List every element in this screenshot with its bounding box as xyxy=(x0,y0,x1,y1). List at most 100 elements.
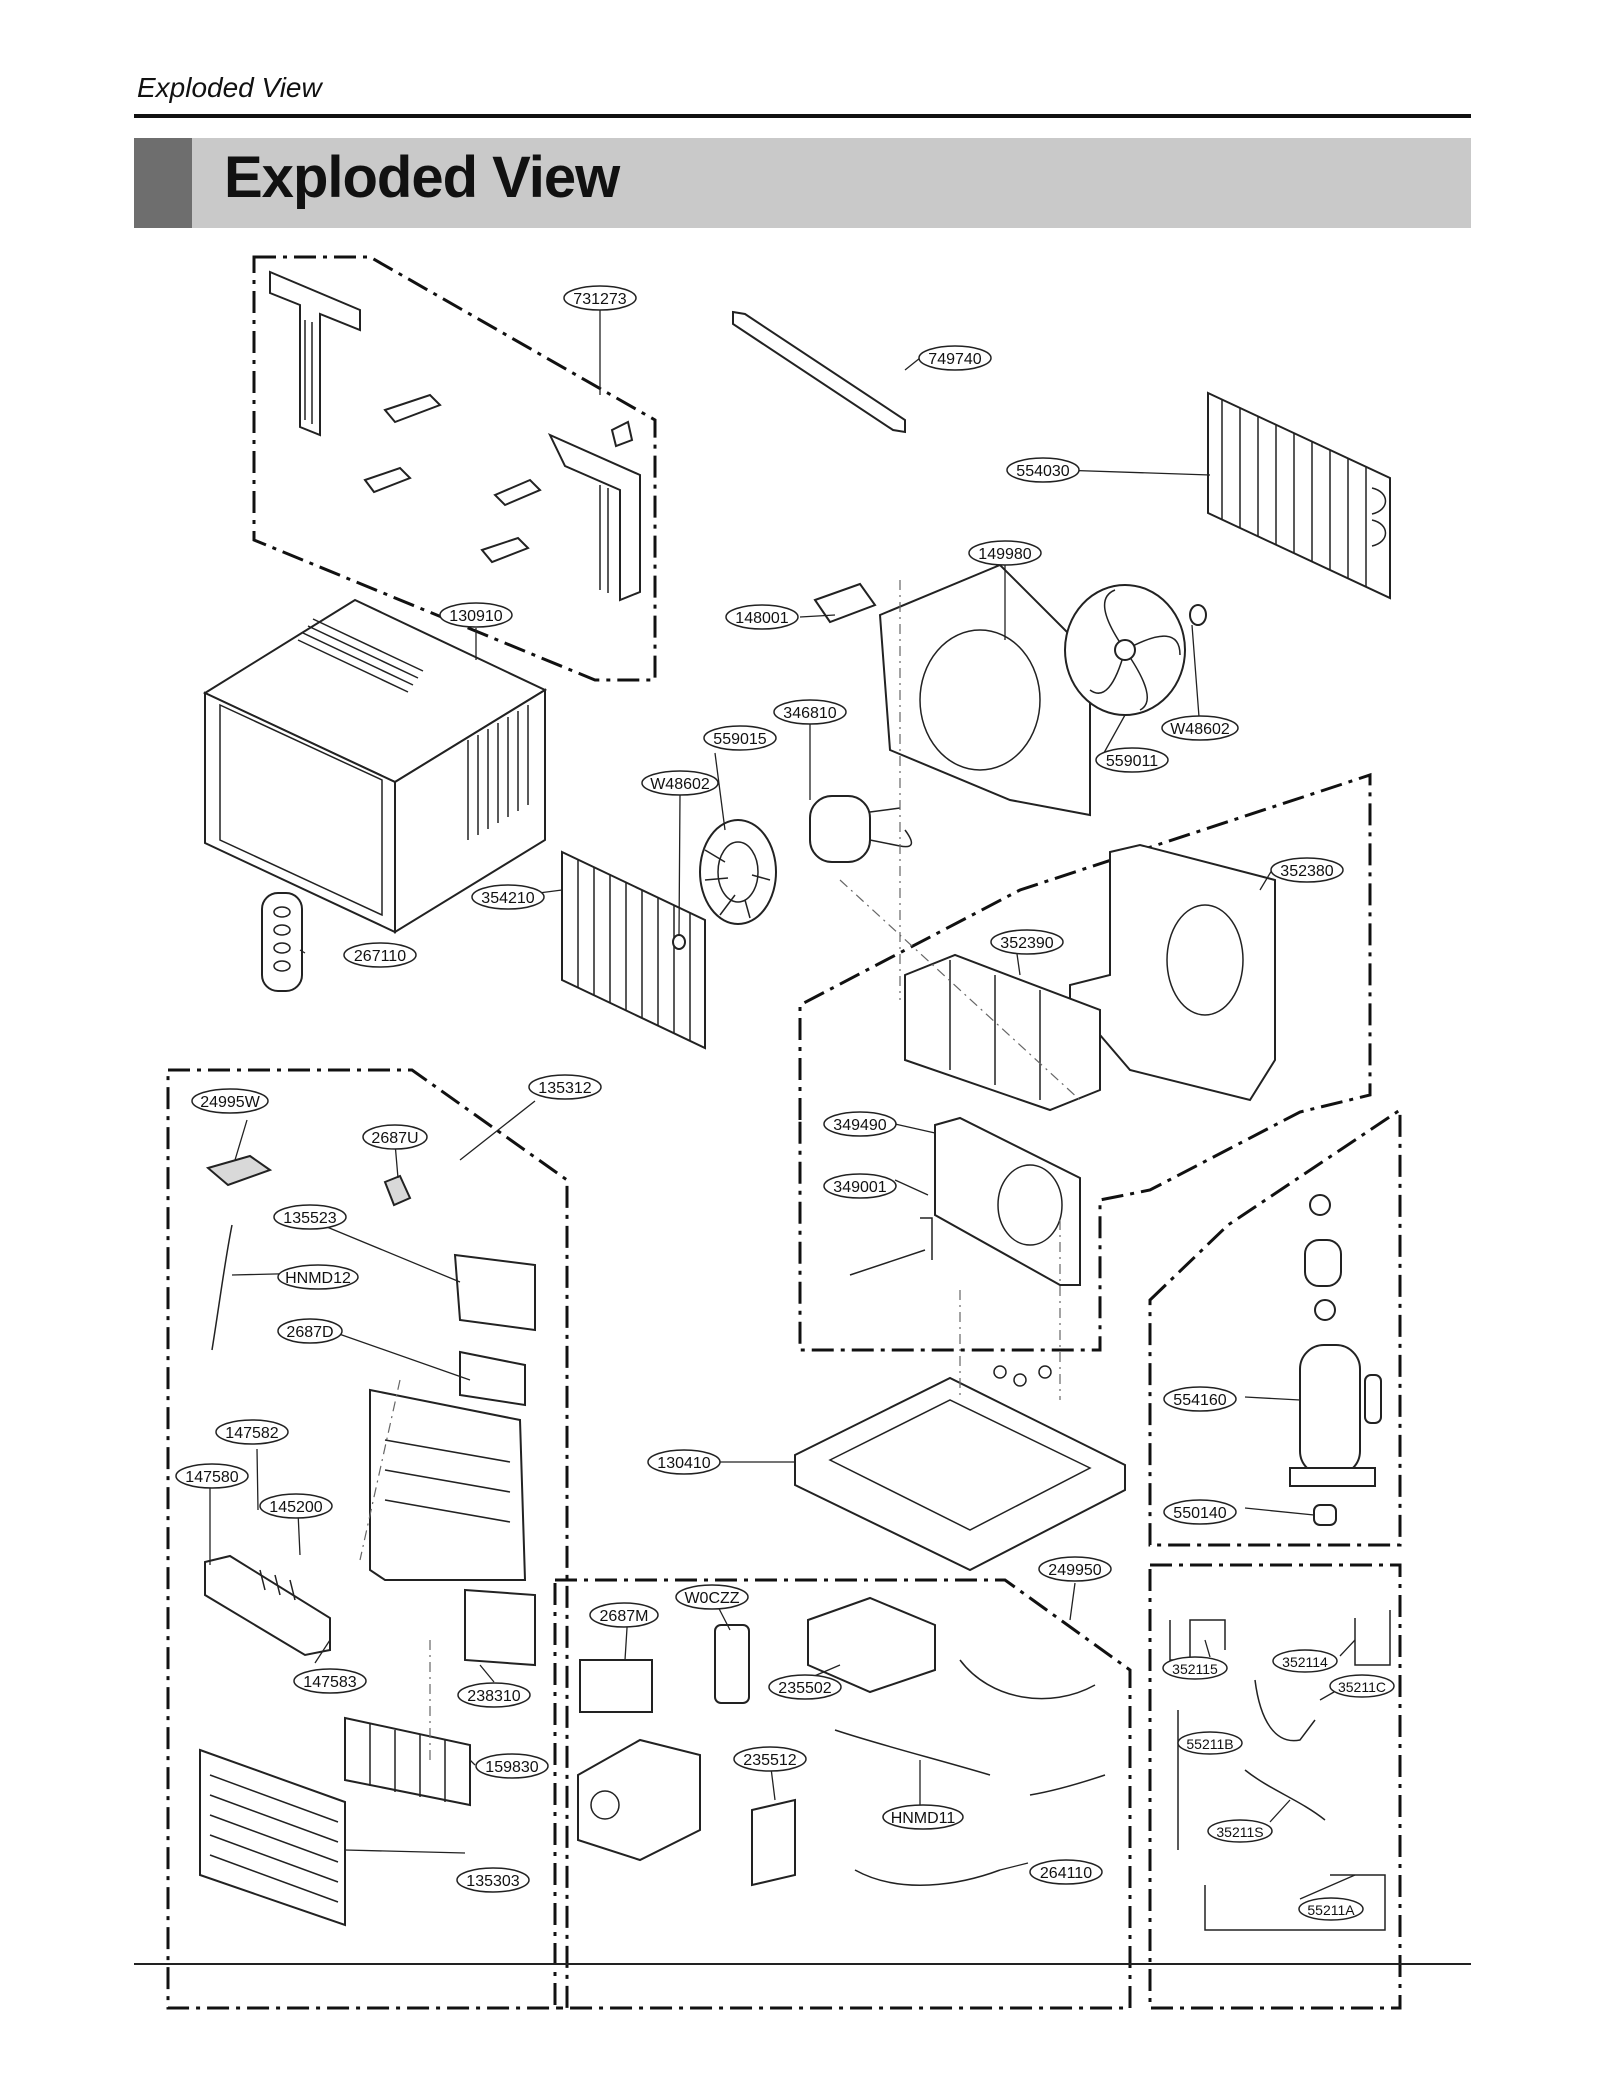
evaporator-coil xyxy=(561,850,706,1050)
power-cord-harness xyxy=(854,1869,1001,1886)
svg-text:238310: 238310 xyxy=(467,1688,520,1705)
part-label-55211a: 55211A xyxy=(1298,1897,1364,1921)
svg-text:346810: 346810 xyxy=(783,705,836,722)
air-guide-boundary xyxy=(798,772,1372,1352)
top-channel-rail xyxy=(732,310,906,434)
part-label-145200: 145200 xyxy=(259,1493,333,1519)
svg-text:2687D: 2687D xyxy=(286,1324,333,1341)
part-label-352390: 352390 xyxy=(990,929,1064,955)
section-title: Exploded View xyxy=(224,145,620,210)
svg-text:149980: 149980 xyxy=(978,546,1031,563)
part-label-135312: 135312 xyxy=(528,1074,602,1100)
svg-text:148001: 148001 xyxy=(735,610,788,627)
part-label-55211b: 55211B xyxy=(1177,1731,1243,1755)
part-label-354210: 354210 xyxy=(471,884,545,910)
svg-text:130410: 130410 xyxy=(657,1455,710,1472)
power-pcb xyxy=(579,1659,653,1713)
section-title-band xyxy=(134,138,1471,228)
base-pan xyxy=(794,1365,1126,1572)
air-moving-parts xyxy=(672,563,1207,950)
part-label-2687m: 2687M xyxy=(589,1602,659,1628)
pipe-352115 xyxy=(1169,1619,1226,1661)
footer-rule xyxy=(134,1963,1471,1965)
assembly-lines xyxy=(359,580,1081,1760)
rotary-switch-shaft xyxy=(849,1217,933,1276)
fan-motor xyxy=(809,795,871,863)
svg-text:352390: 352390 xyxy=(1000,935,1053,952)
part-label-235512: 235512 xyxy=(733,1746,807,1772)
compressor-boundary xyxy=(1148,1107,1402,1547)
svg-text:554030: 554030 xyxy=(1016,463,1069,480)
piping-boundary xyxy=(1148,1563,1402,2010)
curtain-clip xyxy=(610,420,634,448)
part-label-749740: 749740 xyxy=(918,345,992,371)
svg-text:55211A: 55211A xyxy=(1307,1902,1355,1918)
clamp-ring-small xyxy=(672,934,686,950)
part-label-559015: 559015 xyxy=(703,725,777,751)
control-panel-parts xyxy=(199,1154,536,1927)
svg-text:35211C: 35211C xyxy=(1338,1679,1386,1695)
running-head: Exploded View xyxy=(137,72,322,103)
bracket-lower-right xyxy=(480,536,530,564)
part-label-35211s: 35211S xyxy=(1207,1819,1273,1843)
svg-text:2687M: 2687M xyxy=(600,1608,649,1625)
part-label-147580: 147580 xyxy=(175,1463,249,1489)
svg-text:159830: 159830 xyxy=(485,1759,538,1776)
leader-lines xyxy=(209,310,1356,1900)
svg-text:24995W: 24995W xyxy=(200,1094,260,1111)
main-pcb xyxy=(459,1350,526,1407)
louver-vertical xyxy=(259,1569,296,1601)
control-box-cover xyxy=(453,1253,536,1332)
air-guide-parts xyxy=(849,843,1276,1286)
compressor-parts xyxy=(1289,1194,1382,1526)
svg-text:267110: 267110 xyxy=(354,948,406,965)
svg-text:235502: 235502 xyxy=(778,1680,831,1697)
bracket-upper-left xyxy=(383,393,442,424)
harness-hnmd12 xyxy=(211,1224,233,1351)
svg-text:135523: 135523 xyxy=(283,1210,336,1227)
svg-text:352115: 352115 xyxy=(1172,1661,1218,1677)
svg-text:554160: 554160 xyxy=(1173,1392,1226,1409)
fan-orifice xyxy=(878,563,1091,817)
part-label-130910: 130910 xyxy=(439,602,513,628)
compressor-body xyxy=(1299,1344,1361,1476)
part-label-w48602-right: W48602 xyxy=(1161,715,1239,741)
pipe-55211a xyxy=(1204,1874,1386,1931)
part-label-238310: 238310 xyxy=(457,1682,531,1708)
compressor-terminal-cover xyxy=(1304,1239,1342,1287)
blower-wheel xyxy=(699,819,777,925)
motor-mount xyxy=(813,582,877,624)
clamp-ring xyxy=(1189,604,1207,626)
header-rule xyxy=(134,114,1471,118)
electrical-boundary xyxy=(553,1578,1132,2010)
part-labels: 731273 749740 554030 149980 148001 13091… xyxy=(175,285,1395,1921)
part-label-148001: 148001 xyxy=(725,604,799,630)
svg-text:145200: 145200 xyxy=(269,1499,322,1516)
svg-text:559011: 559011 xyxy=(1106,753,1158,770)
svg-text:354210: 354210 xyxy=(481,890,534,907)
svg-text:HNMD12: HNMD12 xyxy=(285,1270,351,1287)
svg-text:W0CZZ: W0CZZ xyxy=(684,1590,739,1607)
electrical-parts xyxy=(577,1596,1106,1887)
svg-text:550140: 550140 xyxy=(1173,1505,1226,1522)
svg-text:130910: 130910 xyxy=(449,608,502,625)
part-label-130410: 130410 xyxy=(647,1449,721,1475)
right-side-curtain xyxy=(547,432,641,602)
part-label-352115: 352115 xyxy=(1162,1656,1228,1680)
svg-text:264110: 264110 xyxy=(1040,1865,1092,1882)
group-boundaries xyxy=(166,255,1402,2010)
svg-text:349001: 349001 xyxy=(833,1179,886,1196)
part-label-2687d: 2687D xyxy=(277,1318,343,1344)
svg-text:HNMD11: HNMD11 xyxy=(891,1810,956,1827)
svg-text:35211S: 35211S xyxy=(1216,1824,1263,1840)
part-label-349001: 349001 xyxy=(823,1173,897,1199)
section-title-tab xyxy=(134,138,192,228)
display-pcb-small xyxy=(383,1174,412,1207)
accumulator xyxy=(1364,1374,1382,1424)
pipe-35211c xyxy=(1254,1679,1316,1742)
harness-a xyxy=(959,1659,1096,1700)
part-label-352114: 352114 xyxy=(1272,1649,1338,1673)
part-label-249950: 249950 xyxy=(1038,1556,1112,1582)
part-label-hnmd12: HNMD12 xyxy=(277,1264,359,1290)
